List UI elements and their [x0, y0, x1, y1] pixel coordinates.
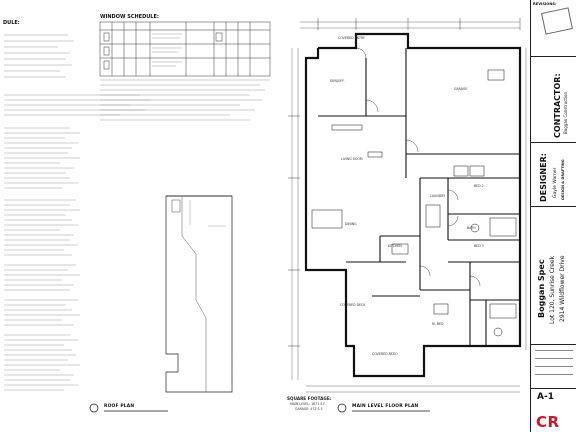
main-level-square-footage: MAIN LEVEL: 1871 S.F.: [290, 402, 326, 406]
room-label-covered-patio: COVERED PATIO: [372, 352, 398, 356]
square-footage-title: SQUARE FOOTAGE:: [287, 396, 332, 401]
project-lot: Lot 120, Sunrise Creek: [549, 255, 556, 324]
main-floor-plan-drawing: [288, 18, 527, 393]
room-label-den-office: DEN/OFF.: [330, 79, 345, 83]
designer-section: DESIGNER: Gayle Warner DESIGN & DRAFTING: [531, 142, 576, 207]
revisions-label: REVISIONS:: [533, 2, 557, 6]
room-label-covered-entry: COVERED ENTRY: [338, 36, 365, 40]
project-name: Boggan Spec: [537, 259, 546, 318]
roof-plan-caption: ROOF PLAN: [104, 404, 135, 409]
room-label-master-bed: M. BED: [432, 322, 444, 326]
sheet-number: A-1: [537, 392, 554, 402]
room-label-laundry: LAUNDRY: [430, 194, 446, 198]
contractor-label: CONTRACTOR:: [553, 73, 562, 138]
contractor-section: CONTRACTOR: Boggan Construction: [531, 56, 576, 143]
designer-name: Gayle Warner: [553, 167, 558, 198]
project-address: 2914 Wildflower Drive: [559, 255, 566, 322]
revisions-section: REVISIONS:: [531, 0, 576, 57]
room-label-garage: GARAGE: [454, 87, 468, 91]
stamp: [541, 7, 573, 35]
window-schedule-title: WINDOW SCHEDULE:: [100, 14, 159, 20]
sheet-info-section: [531, 344, 576, 389]
room-label-bed-3: BED 3: [474, 244, 484, 248]
garage-square-footage: GARAGE: 472 S.F.: [295, 407, 323, 411]
general-notes-lines: [4, 34, 150, 391]
watermark-logo: CR: [536, 413, 560, 431]
title-block: REVISIONS: CONTRACTOR: Boggan Constructi…: [530, 0, 576, 432]
room-label-living-room: LIVING ROOM: [341, 157, 363, 161]
main-floor-plan-caption: MAIN LEVEL FLOOR PLAN: [352, 404, 419, 409]
designer-label: DESIGNER:: [539, 153, 548, 202]
room-label-dining: DINING: [345, 222, 357, 226]
roof-plan-drawing: [165, 195, 233, 393]
drawing-caption-marks: [89, 403, 430, 413]
project-section: Boggan Spec Lot 120, Sunrise Creek 2914 …: [531, 206, 576, 345]
designer-subtitle: DESIGN & DRAFTING: [561, 159, 565, 200]
room-label-bed-2: BED 2: [474, 184, 484, 188]
window-schedule-table: [99, 21, 271, 77]
notes-title: DULE:: [3, 20, 20, 26]
room-label-bath: BATH: [467, 226, 476, 230]
room-label-kitchen: KITCHEN: [388, 244, 402, 248]
room-label-covered-deck: COVERED DECK: [340, 303, 366, 307]
contractor-name: Boggan Construction: [563, 92, 568, 134]
